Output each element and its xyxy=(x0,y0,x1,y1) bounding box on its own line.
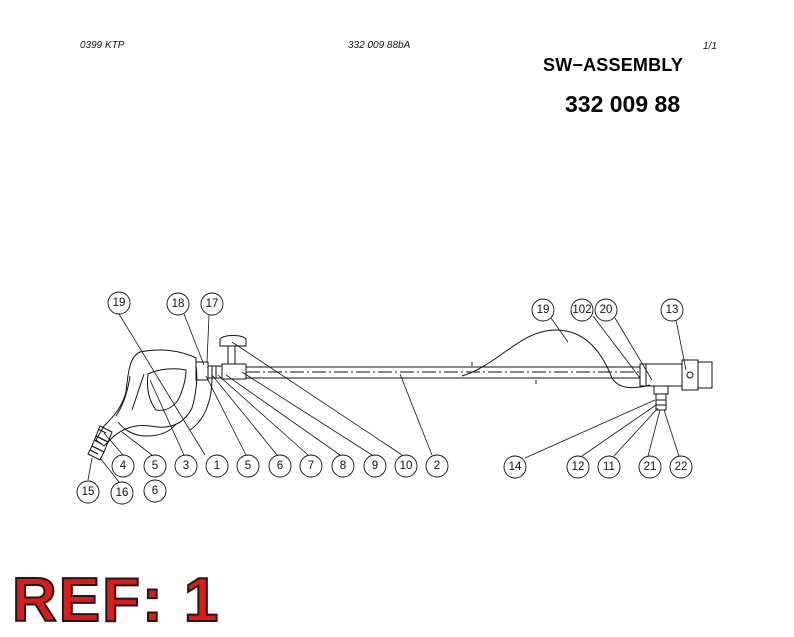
balloon-20: 20 xyxy=(594,298,618,322)
svg-text:4: 4 xyxy=(120,460,127,472)
balloon-22: 22 xyxy=(669,455,693,479)
balloon-6: 6 xyxy=(268,454,292,478)
svg-text:19: 19 xyxy=(537,304,550,316)
svg-text:1: 1 xyxy=(214,460,220,472)
balloon-6-second: 6 xyxy=(143,479,167,503)
header-sheet-count: 1/1 xyxy=(703,41,717,52)
balloon-4: 4 xyxy=(111,454,135,478)
balloon-14: 14 xyxy=(503,455,527,479)
balloon-19: 19 xyxy=(107,291,131,315)
balloon-9: 9 xyxy=(363,454,387,478)
svg-text:11: 11 xyxy=(603,461,615,473)
balloon-10: 10 xyxy=(394,454,418,478)
balloon-18: 18 xyxy=(166,292,190,316)
svg-text:6: 6 xyxy=(277,460,283,472)
svg-text:18: 18 xyxy=(172,298,185,310)
svg-text:5: 5 xyxy=(245,460,251,472)
balloon-3: 3 xyxy=(174,454,198,478)
header-left-code: 0399 KTP xyxy=(80,40,125,51)
reference-label: REF: 1 xyxy=(11,566,221,635)
balloon-2: 2 xyxy=(425,454,449,478)
leader-lines xyxy=(87,313,687,483)
lance-tube xyxy=(246,362,640,384)
svg-text:8: 8 xyxy=(340,460,346,472)
balloon-15: 15 xyxy=(76,480,100,504)
svg-text:6: 6 xyxy=(152,485,158,497)
svg-text:9: 9 xyxy=(372,460,378,472)
svg-text:102: 102 xyxy=(572,304,591,316)
header-drawing-number: 332 009 88bA xyxy=(348,40,411,51)
svg-text:12: 12 xyxy=(572,461,585,473)
hose xyxy=(461,329,651,389)
balloon-102: 102 xyxy=(570,298,594,322)
balloon-1: 1 xyxy=(205,454,229,478)
assembly-title: SW−ASSEMBLY xyxy=(543,55,684,75)
valve-housing xyxy=(639,359,713,411)
nozzle-tip xyxy=(87,425,113,461)
svg-text:14: 14 xyxy=(509,461,522,473)
assembly-part-number: 332 009 88 xyxy=(565,91,681,117)
balloon-17: 17 xyxy=(200,292,224,316)
svg-text:10: 10 xyxy=(400,460,413,472)
balloon-12: 12 xyxy=(566,455,590,479)
hose-gun-end xyxy=(189,377,213,431)
svg-text:19: 19 xyxy=(113,297,126,309)
balloon-5: 5 xyxy=(143,454,167,478)
svg-text:3: 3 xyxy=(183,460,189,472)
spray-gun-body xyxy=(95,349,198,447)
balloon-16: 16 xyxy=(110,481,134,505)
balloon-21: 21 xyxy=(638,455,662,479)
balloon-11: 11 xyxy=(597,455,621,479)
svg-text:5: 5 xyxy=(152,460,158,472)
svg-text:17: 17 xyxy=(206,298,219,310)
balloon-7: 7 xyxy=(299,454,323,478)
svg-text:22: 22 xyxy=(675,461,688,473)
svg-text:2: 2 xyxy=(434,460,440,472)
balloon-19-second: 19 xyxy=(531,298,555,322)
balloon-8: 8 xyxy=(331,454,355,478)
svg-text:7: 7 xyxy=(308,460,314,472)
svg-text:21: 21 xyxy=(644,461,657,473)
svg-text:20: 20 xyxy=(600,304,613,316)
svg-text:16: 16 xyxy=(116,487,129,499)
balloon-5-second: 5 xyxy=(236,454,260,478)
svg-text:13: 13 xyxy=(666,304,679,316)
svg-text:15: 15 xyxy=(82,486,95,498)
coupling-block xyxy=(195,335,247,381)
balloon-13: 13 xyxy=(660,298,684,322)
